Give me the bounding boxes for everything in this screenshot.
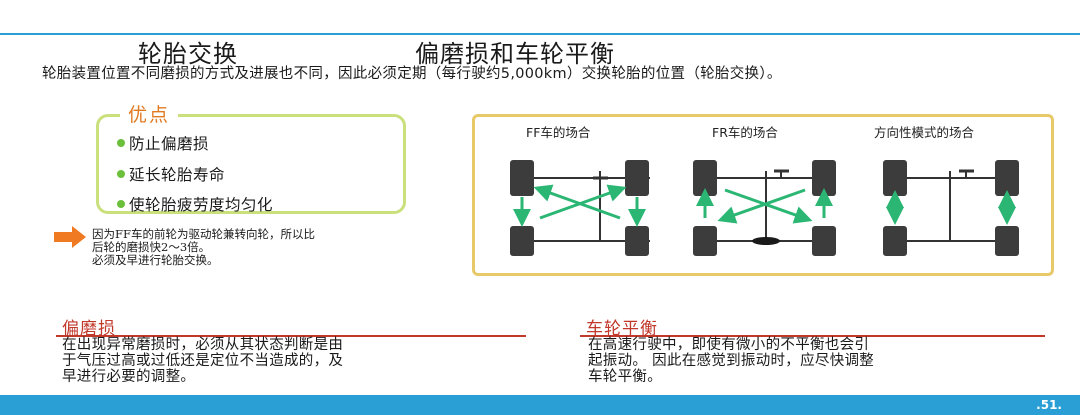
footer-bar	[0, 395, 1080, 415]
uneven-wear-rule	[56, 335, 526, 337]
diagram-label-directional: 方向性模式的场合	[874, 125, 975, 140]
intro-paragraph: 轮胎装置位置不同磨损的方式及进展也不同，因此必须定期（每行驶约5,000km）交…	[42, 66, 782, 82]
wheel-balance-body: 在高速行驶中，即使有微小的不平衡也会引 起振动。 因此在感觉到振动时，应尽快调整…	[588, 337, 875, 385]
uneven-wear-body: 在出现异常磨损时，必须从其状态判断是由 于气压过高或过低还是定位不当造成的，及 …	[62, 337, 344, 385]
bullet-icon	[117, 170, 125, 178]
rotation-diagram-frame	[472, 114, 1054, 276]
diagram-label-fr: FR车的场合	[712, 125, 778, 140]
fr-rotation-diagram	[693, 160, 836, 256]
diagram-label-ff: FF车的场合	[526, 125, 591, 140]
advantage-item: 使轮胎疲劳度均匀化	[117, 193, 273, 215]
page-title-uneven-wear: 偏磨损和车轮平衡	[415, 40, 615, 68]
uneven-wear-title: 偏磨损	[62, 319, 116, 339]
ff-rotation-diagram	[510, 160, 650, 256]
top-rule	[0, 33, 1080, 35]
advantages-title: 优点	[120, 100, 179, 127]
bullet-icon	[117, 139, 125, 147]
advantage-item: 防止偏磨损	[117, 132, 209, 154]
advantages-box	[96, 114, 406, 214]
advantage-item: 延长轮胎寿命	[117, 163, 225, 185]
page-title-rotation: 轮胎交换	[138, 40, 238, 68]
directional-rotation-diagram	[883, 160, 1019, 256]
page-number: .51.	[1036, 398, 1062, 412]
bullet-icon	[117, 200, 125, 208]
wheel-balance-title: 车轮平衡	[586, 319, 658, 339]
ff-note: 因为FF车的前轮为驱动轮兼转向轮，所以比 后轮的磨损快2～3倍。 必须及早进行轮…	[92, 227, 315, 267]
wheel-balance-rule	[580, 335, 1045, 337]
orange-arrow-icon	[54, 226, 86, 248]
